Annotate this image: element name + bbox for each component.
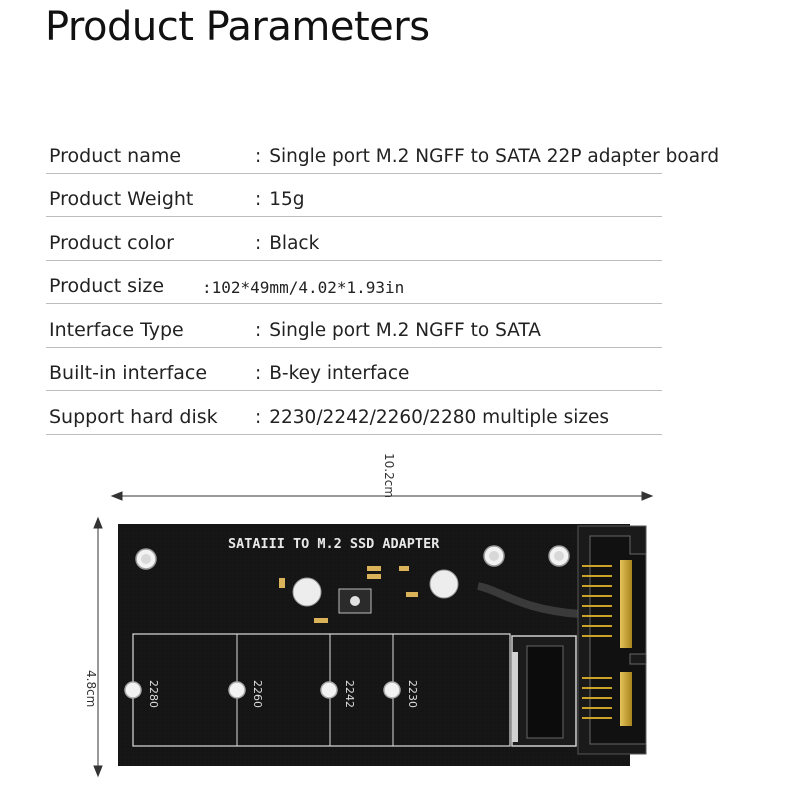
spec-label: Product size	[49, 275, 165, 297]
width-dimension-arrow	[110, 491, 654, 501]
silkscreen-title: SATAIII TO M.2 SSD ADAPTER	[228, 536, 440, 552]
colon: :	[255, 319, 262, 341]
slot-size-label: 2230	[406, 680, 419, 708]
spec-value: :15g	[255, 189, 305, 210]
slot-size-label: 2260	[251, 680, 264, 708]
spec-value: : Black	[255, 233, 319, 254]
spec-value-text: Black	[269, 232, 320, 254]
spec-label: Product color	[49, 231, 174, 254]
colon: :	[255, 232, 262, 254]
spec-label: Product Weight	[49, 188, 194, 210]
spec-label: Product name	[49, 144, 182, 167]
spec-table: Product name : Single port M.2 NGFF to SA…	[46, 130, 719, 435]
capacitor	[292, 569, 459, 607]
spec-row-product-color: Product color : Black	[46, 217, 662, 261]
spec-value-text: :102*49mm/4.02*1.93in	[202, 278, 405, 297]
spec-value-text: Single port M.2 NGFF to SATA	[269, 319, 541, 341]
inductor	[338, 588, 372, 614]
spec-value-text: 15g	[269, 189, 305, 210]
spec-label: Support hard disk	[49, 405, 218, 428]
page-title: Product Parameters	[45, 4, 430, 50]
spec-label: Interface Type	[49, 318, 184, 341]
spec-value-text: B-key interface	[269, 363, 410, 384]
colon: :	[255, 363, 262, 384]
spec-value: :2230/2242/2260/2280 multiple sizes	[255, 407, 609, 428]
slot-size-label: 2280	[147, 680, 160, 708]
slot-size-label: 2242	[343, 680, 356, 708]
spec-value: : Single port M.2 NGFF to SATA	[255, 320, 541, 341]
colon: :	[255, 145, 262, 167]
colon: :	[255, 406, 262, 428]
spec-value: : Single port M.2 NGFF to SATA 22P adapte…	[255, 146, 719, 167]
spec-value: : B-key interface	[255, 363, 409, 384]
spec-label: Built-in interface	[49, 362, 208, 384]
spec-row-product-weight: Product Weight :15g	[46, 174, 662, 217]
colon: :	[255, 189, 262, 210]
spec-row-product-size: Product size :102*49mm/4.02*1.93in	[46, 261, 662, 304]
spec-value-text: Single port M.2 NGFF to SATA 22P adapter…	[269, 145, 720, 167]
spec-row-interface-type: Interface Type : Single port M.2 NGFF to …	[46, 304, 662, 348]
spec-value-text: 2230/2242/2260/2280 multiple sizes	[269, 406, 610, 428]
standoff-hole	[124, 681, 401, 699]
spec-row-support-hard-disk: Support hard disk :2230/2242/2260/2280 m…	[46, 391, 662, 435]
spec-row-product-name: Product name : Single port M.2 NGFF to SA…	[46, 130, 719, 174]
height-dimension-arrow	[93, 516, 103, 778]
spec-row-built-in-interface: Built-in interface : B-key interface	[46, 348, 662, 391]
